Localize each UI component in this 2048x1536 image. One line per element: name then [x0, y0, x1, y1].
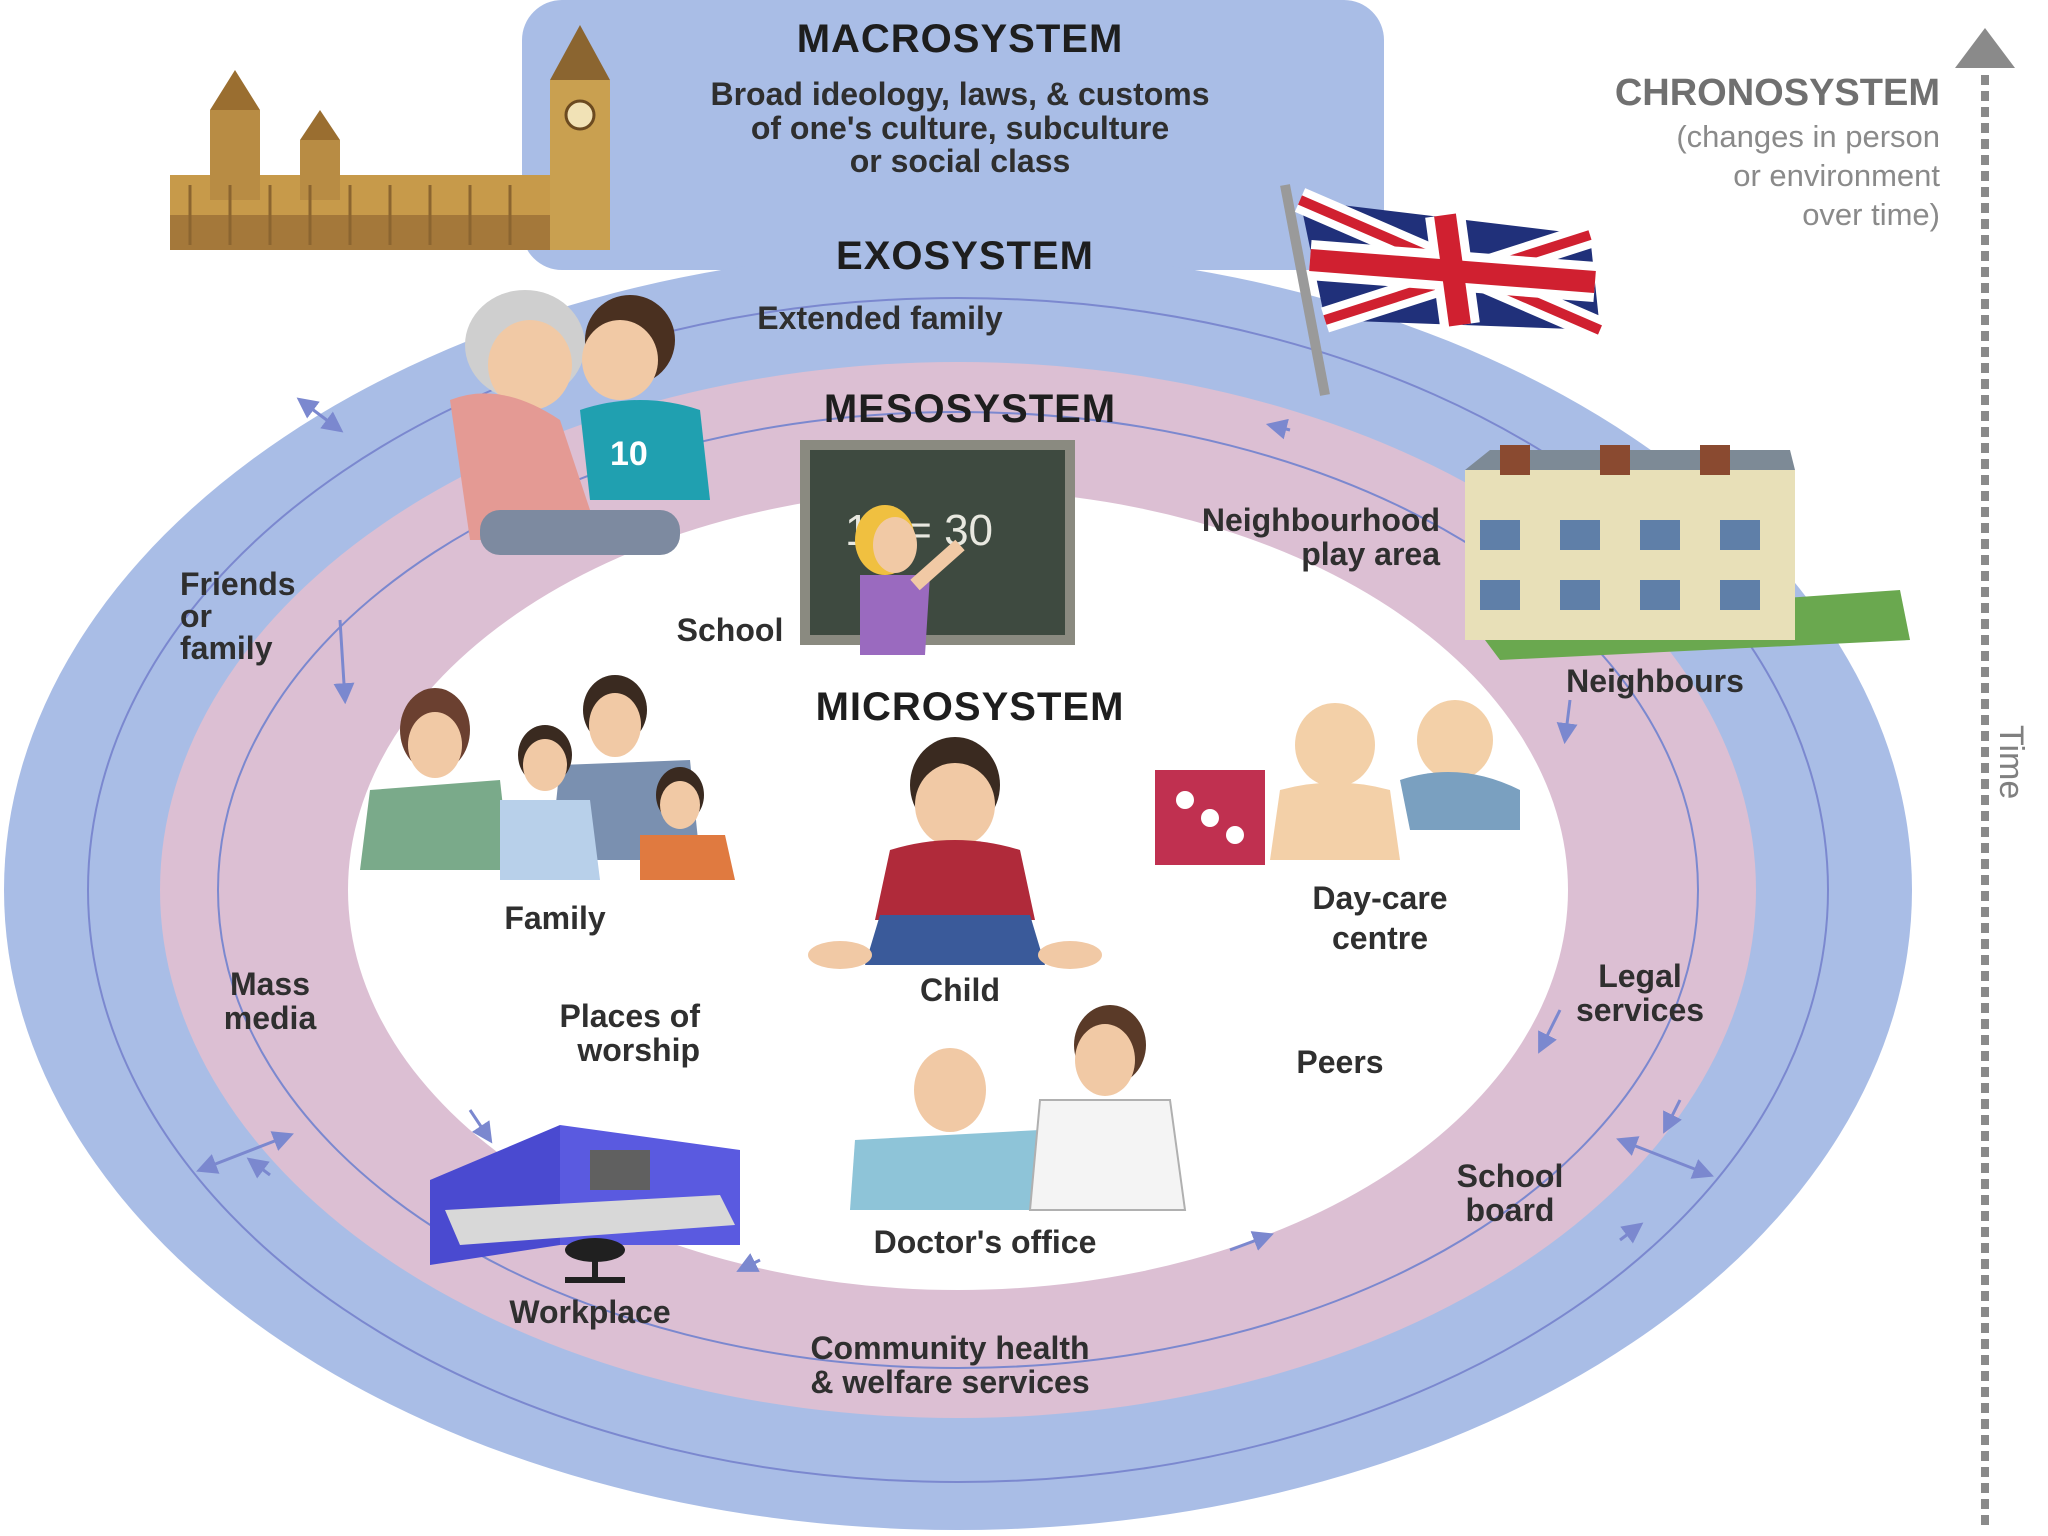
arrow — [296, 397, 344, 433]
macrosystem-title: MACROSYSTEM — [796, 17, 1124, 61]
mesosystem-arrow-path — [217, 411, 1699, 1369]
extended-family-illustration: 10 — [450, 290, 710, 555]
arrow — [468, 1109, 493, 1144]
micro-daycare-label: Day-care centre — [1312, 880, 1448, 956]
time-arrowhead — [1955, 28, 2015, 68]
school-illustration: 10 = 30 — [800, 440, 1075, 655]
macrosystem-description: Broad ideology, laws, & customs of one's… — [710, 76, 1210, 180]
arrow — [1616, 1136, 1714, 1179]
micro-family-label: Family — [504, 900, 606, 936]
svg-text:10: 10 — [610, 435, 648, 473]
union-flag-illustration — [1280, 184, 1606, 396]
exo-community-label: Community health & welfare services — [810, 1330, 1090, 1400]
macrosystem-tab — [522, 0, 1384, 270]
workplace-illustration — [430, 1125, 740, 1283]
meso-neighbourhood-label: Neighbourhood play area — [1201, 502, 1440, 572]
parliament-illustration — [170, 25, 610, 250]
arrow — [1538, 1009, 1562, 1054]
exo-legal-services-label: Legal services — [1575, 958, 1705, 1028]
exo-workplace-label: Workplace — [509, 1294, 671, 1330]
arrow — [333, 619, 355, 705]
microsystem-title: MICROSYSTEM — [815, 685, 1125, 729]
houses-illustration — [1465, 445, 1910, 660]
meso-peers-label: Peers — [1296, 1044, 1384, 1080]
micro-child-label: Child — [920, 972, 1000, 1008]
exo-neighbours-label: Neighbours — [1566, 663, 1744, 699]
arrow — [1229, 1231, 1274, 1252]
meso-school-label: School — [676, 612, 784, 648]
arrow — [246, 1157, 271, 1179]
child-illustration — [808, 737, 1102, 969]
mesosystem-title: MESOSYSTEM — [823, 387, 1117, 431]
arrow — [736, 1253, 761, 1272]
family-illustration — [360, 675, 735, 880]
time-axis-label: Time — [1992, 725, 2030, 800]
doctor-office-illustration — [850, 1005, 1187, 1211]
exo-mass-media-label: Mass media — [223, 966, 317, 1036]
exosystem-outer-arrow-path — [87, 297, 1829, 1483]
meso-places-worship-label: Places of worship — [559, 998, 700, 1068]
exo-friends-family-label: Friends or family — [180, 566, 296, 666]
arrow — [196, 1131, 294, 1174]
arrow — [1556, 699, 1578, 745]
micro-doctor-label: Doctor's office — [873, 1224, 1097, 1260]
arrow — [1663, 1099, 1682, 1134]
daycare-illustration — [1155, 700, 1520, 865]
exo-extended-family-label: Extended family — [757, 300, 1003, 336]
exo-school-board-label: School board — [1456, 1158, 1564, 1228]
arrow — [1265, 418, 1291, 440]
chronosystem-description: (changes in person or environment over t… — [1676, 119, 1940, 232]
arrow — [1619, 1222, 1644, 1244]
chronosystem-title: CHRONOSYSTEM — [1614, 72, 1940, 114]
exosystem-title: EXOSYSTEM — [836, 234, 1094, 278]
